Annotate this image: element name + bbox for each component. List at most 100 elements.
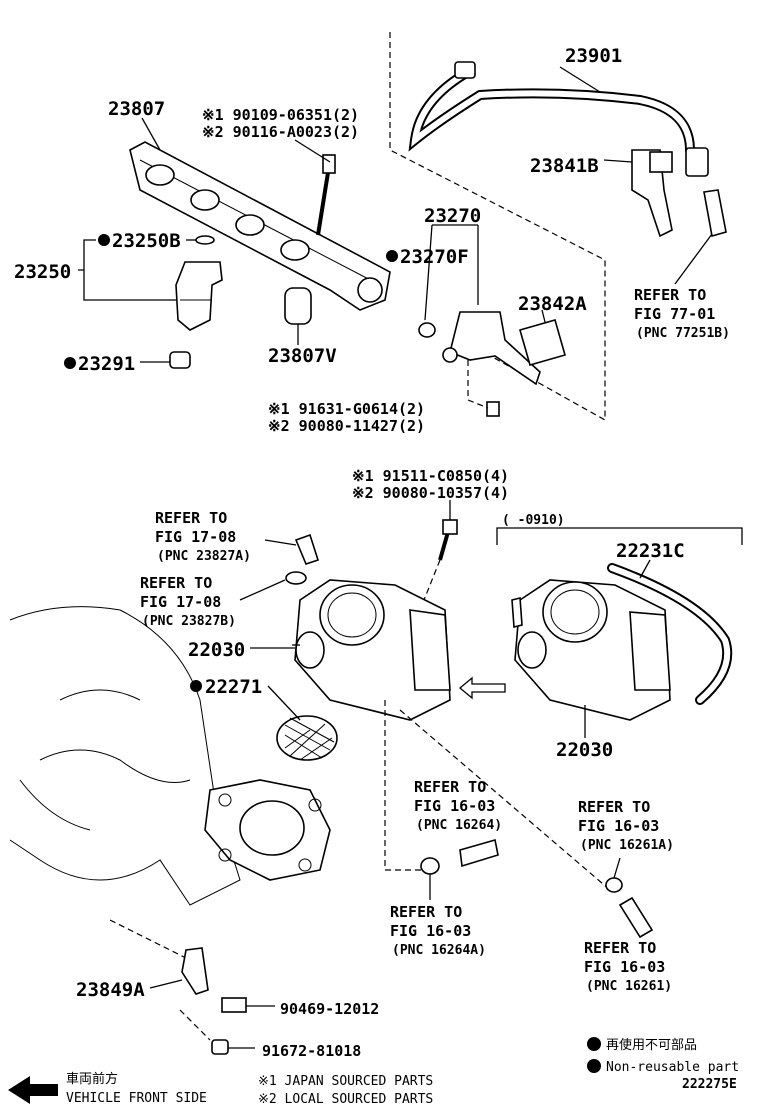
label-23807: 23807: [108, 98, 165, 120]
hose-22231c-inner: [609, 565, 731, 703]
hose-23827a: [294, 533, 320, 565]
legend-front-en: VEHICLE FRONT SIDE: [66, 1091, 207, 1106]
hose-connector-top: [454, 61, 476, 79]
assembly-arrow: [458, 676, 506, 700]
label-diagram-id: 222275E: [682, 1077, 737, 1092]
leader-23849a: [149, 979, 183, 989]
hose-clip-23827b: [285, 571, 307, 585]
label-22271: 22271: [205, 676, 262, 698]
svg-text:REFER TO: REFER TO: [390, 903, 462, 921]
clip-16261a: [605, 877, 623, 893]
insulator-23807v: [284, 287, 312, 325]
leader-bolt-top: [294, 139, 331, 163]
svg-text:REFER TO: REFER TO: [584, 939, 656, 957]
rail-port-2: [190, 189, 220, 211]
rail-port-3: [235, 214, 265, 236]
label-bolt-mid-2: ※2 90080-11427(2): [268, 417, 425, 435]
svg-text:FIG 16-03: FIG 16-03: [414, 797, 495, 815]
label-bolt-top-1: ※1 90109-06351(2): [202, 106, 359, 124]
ref-16-03-16261a: REFER TO FIG 16-03 (PNC 16261A): [578, 798, 674, 853]
hose-connector-right: [685, 147, 709, 177]
marker-23250b: [98, 234, 110, 246]
label-23842a: 23842A: [518, 293, 587, 315]
leader-ref5: [613, 857, 621, 879]
label-23807v: 23807V: [268, 345, 337, 367]
legend-note-1: ※1 JAPAN SOURCED PARTS: [258, 1074, 433, 1089]
label-23250b: 23250B: [112, 230, 181, 252]
leader-ref3: [239, 579, 286, 601]
rail-mount-eye: [357, 277, 383, 303]
bolt-mid-dash: [467, 360, 489, 409]
label-23849a: 23849A: [76, 979, 145, 1001]
legend-front-jp: 車両前方: [66, 1071, 118, 1087]
date-range-bracket: [496, 527, 743, 545]
throttle-body-right: [511, 579, 671, 721]
ref-77-01: REFER TO FIG 77-01 (PNC 77251B): [634, 286, 730, 341]
clamp-head: [649, 151, 673, 173]
svg-text:FIG 77-01: FIG 77-01: [634, 305, 715, 323]
ref-16-03-16261: REFER TO FIG 16-03 (PNC 16261): [584, 939, 672, 994]
marker-23270f: [386, 250, 398, 262]
rail-port-4: [280, 239, 310, 261]
gasket-mesh: [284, 717, 335, 761]
bolt-top-head: [322, 154, 336, 174]
label-23291: 23291: [78, 353, 135, 375]
svg-text:(PNC 77251B): (PNC 77251B): [636, 326, 730, 341]
rail-port-1: [145, 164, 175, 186]
gasket-22271: [276, 715, 338, 761]
o-ring-23270f: [418, 322, 436, 338]
dash-16264a: [384, 700, 425, 871]
svg-text:(PNC 23827B): (PNC 23827B): [142, 614, 236, 629]
fuel-hose-inner: [411, 69, 693, 153]
svg-text:FIG 16-03: FIG 16-03: [390, 922, 471, 940]
label-22030-left: 22030: [188, 639, 245, 661]
leader-23901: [559, 66, 601, 93]
svg-text:(PNC 16264A): (PNC 16264A): [392, 943, 486, 958]
label-91672: 91672-81018: [262, 1042, 361, 1060]
legend-note-2: ※2 LOCAL SOURCED PARTS: [258, 1092, 433, 1107]
sensor-90469: [221, 997, 247, 1013]
svg-text:(PNC 23827A): (PNC 23827A): [157, 549, 251, 564]
ref-17-08-a: REFER TO FIG 17-08 (PNC 23827A): [155, 509, 251, 564]
label-23901: 23901: [565, 45, 622, 67]
intake-manifold-outline: [9, 606, 331, 906]
marker-22271: [190, 680, 202, 692]
vehicle-front-arrow: [8, 1076, 58, 1104]
clip-16264a: [420, 857, 440, 875]
ref-17-08-b: REFER TO FIG 17-08 (PNC 23827B): [140, 574, 236, 629]
svg-text:(PNC 16264): (PNC 16264): [416, 818, 502, 833]
label-23270f: 23270F: [400, 246, 469, 268]
label-23841b: 23841B: [530, 155, 599, 177]
marker-23291: [64, 357, 76, 369]
dash-16261: [399, 709, 611, 891]
leader-ref1: [674, 233, 713, 285]
svg-text:REFER TO: REFER TO: [414, 778, 486, 796]
leader-23841b: [603, 159, 633, 163]
regulator-flange: [442, 347, 458, 363]
legend-nonreusable-en: Non-reusable part: [606, 1060, 739, 1075]
label-bolt-tb-1: ※1 91511-C0850(4): [352, 467, 509, 485]
throttle-body-left: [292, 579, 451, 721]
hose-16264: [459, 838, 499, 868]
label-date-range: ( -0910): [502, 513, 565, 528]
label-22030-right: 22030: [556, 739, 613, 761]
label-90469: 90469-12012: [280, 1000, 379, 1018]
injector: [175, 261, 223, 331]
ref-16-03-16264a: REFER TO FIG 16-03 (PNC 16264A): [390, 903, 486, 958]
svg-text:REFER TO: REFER TO: [140, 574, 212, 592]
label-bolt-mid-1: ※1 91631-G0614(2): [268, 400, 425, 418]
sensor-dash: [109, 919, 211, 1041]
bolt-tb-head: [442, 519, 458, 535]
bracket-23250: [78, 239, 176, 301]
leader-ref2: [264, 539, 297, 546]
bracket-23849a: [181, 947, 209, 995]
svg-text:FIG 17-08: FIG 17-08: [140, 593, 221, 611]
label-23270: 23270: [424, 205, 481, 227]
label-23250: 23250: [14, 261, 71, 283]
svg-text:REFER TO: REFER TO: [155, 509, 227, 527]
nonreusable-dot-legend-2: [587, 1059, 601, 1073]
label-22231c: 22231C: [616, 540, 685, 562]
leader-23807: [141, 117, 161, 151]
hose-16261: [618, 896, 654, 939]
